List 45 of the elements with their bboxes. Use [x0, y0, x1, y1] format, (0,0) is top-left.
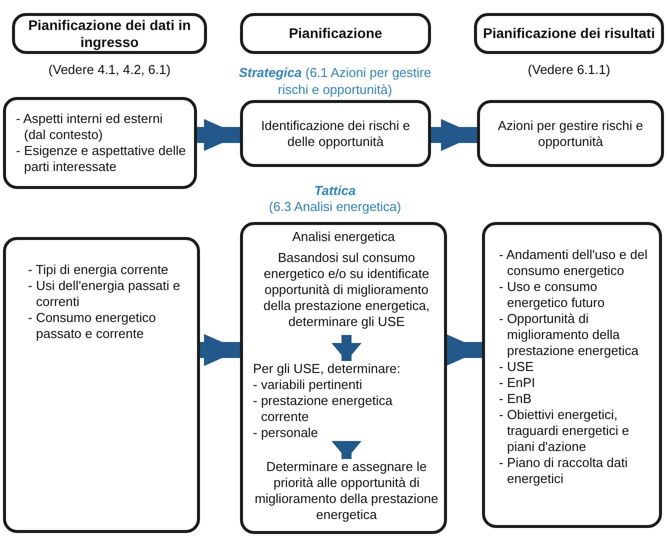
section-heading: Tattica — [313, 182, 357, 199]
list-item: - prestazione energetica corrente — [253, 393, 394, 425]
section-note: (6.3 Analisi energetica) — [268, 198, 402, 215]
list-item: - Aspetti interni ed esterni (dal contesto) — [16, 111, 164, 143]
block-arrow — [332, 335, 362, 361]
heading-box — [474, 13, 664, 54]
block-arrow — [197, 119, 240, 151]
box-text: Basandosi sul consumo energetico e/o su identificate opportunità di miglioramento della prestazione energetica, determinare gli USE — [262, 250, 431, 330]
list-item: - Esigenze e aspettative delle parti interessate — [16, 143, 186, 175]
block-arrow — [332, 441, 362, 459]
list-item: - personale — [253, 425, 320, 441]
list-item: - Uso e consumo energetico futuro — [499, 279, 606, 311]
block-arrow — [446, 334, 482, 366]
box-text: Identificazione dei rischi e delle opportunità — [260, 118, 411, 150]
list-item: - Opportunità di miglioramento della prestazione energetica — [499, 311, 640, 359]
heading-box — [240, 13, 431, 54]
reference-note: (Vedere 4.1, 4.2, 6.1) — [47, 62, 172, 77]
heading-text: Pianificazione dei dati in ingresso — [27, 16, 192, 50]
heading-box — [12, 13, 207, 54]
list-item: - Andamenti dell'uso e del consumo energetico — [499, 247, 648, 279]
output-box — [477, 100, 664, 167]
box-title: Analisi energetica — [291, 229, 396, 245]
box-text: Determinare e assegnare le priorità alle opportunità di miglioramento della prestazione energetica — [254, 459, 440, 523]
box-text: Azioni per gestire rischi e opportunità — [496, 118, 644, 150]
input-box — [3, 97, 197, 189]
list-item: - EnB — [499, 391, 533, 407]
output-box — [482, 222, 662, 528]
process-box — [240, 100, 431, 167]
analysis-box — [240, 222, 447, 534]
list-item: - Obiettivi energetici, traguardi energetici e piani d'azione — [499, 407, 630, 455]
reference-note: (Vedere 6.1.1) — [526, 62, 612, 77]
heading-text: Pianificazione — [288, 25, 384, 42]
input-box — [3, 237, 200, 533]
list-item: - EnPI — [499, 375, 536, 391]
list-item: - USE — [499, 359, 535, 375]
block-arrow — [200, 334, 240, 366]
list-item: - Consumo energetico passato e corrente — [28, 310, 157, 342]
block-arrow — [431, 119, 477, 151]
list-item: - variabili pertinenti — [253, 377, 364, 393]
section-note: Strategica (6.1 Azioni per gestire rischi e opportunità) — [238, 64, 432, 98]
list-item: - Usi dell'energia passati e correnti — [28, 278, 182, 310]
heading-text: Pianificazione dei risultati — [482, 25, 656, 42]
list-item: - Piano di raccolta dati energetici — [499, 455, 629, 487]
step-text: Per gli USE, determinare: — [253, 361, 402, 377]
list-item: - Tipi di energia corrente — [28, 262, 170, 278]
